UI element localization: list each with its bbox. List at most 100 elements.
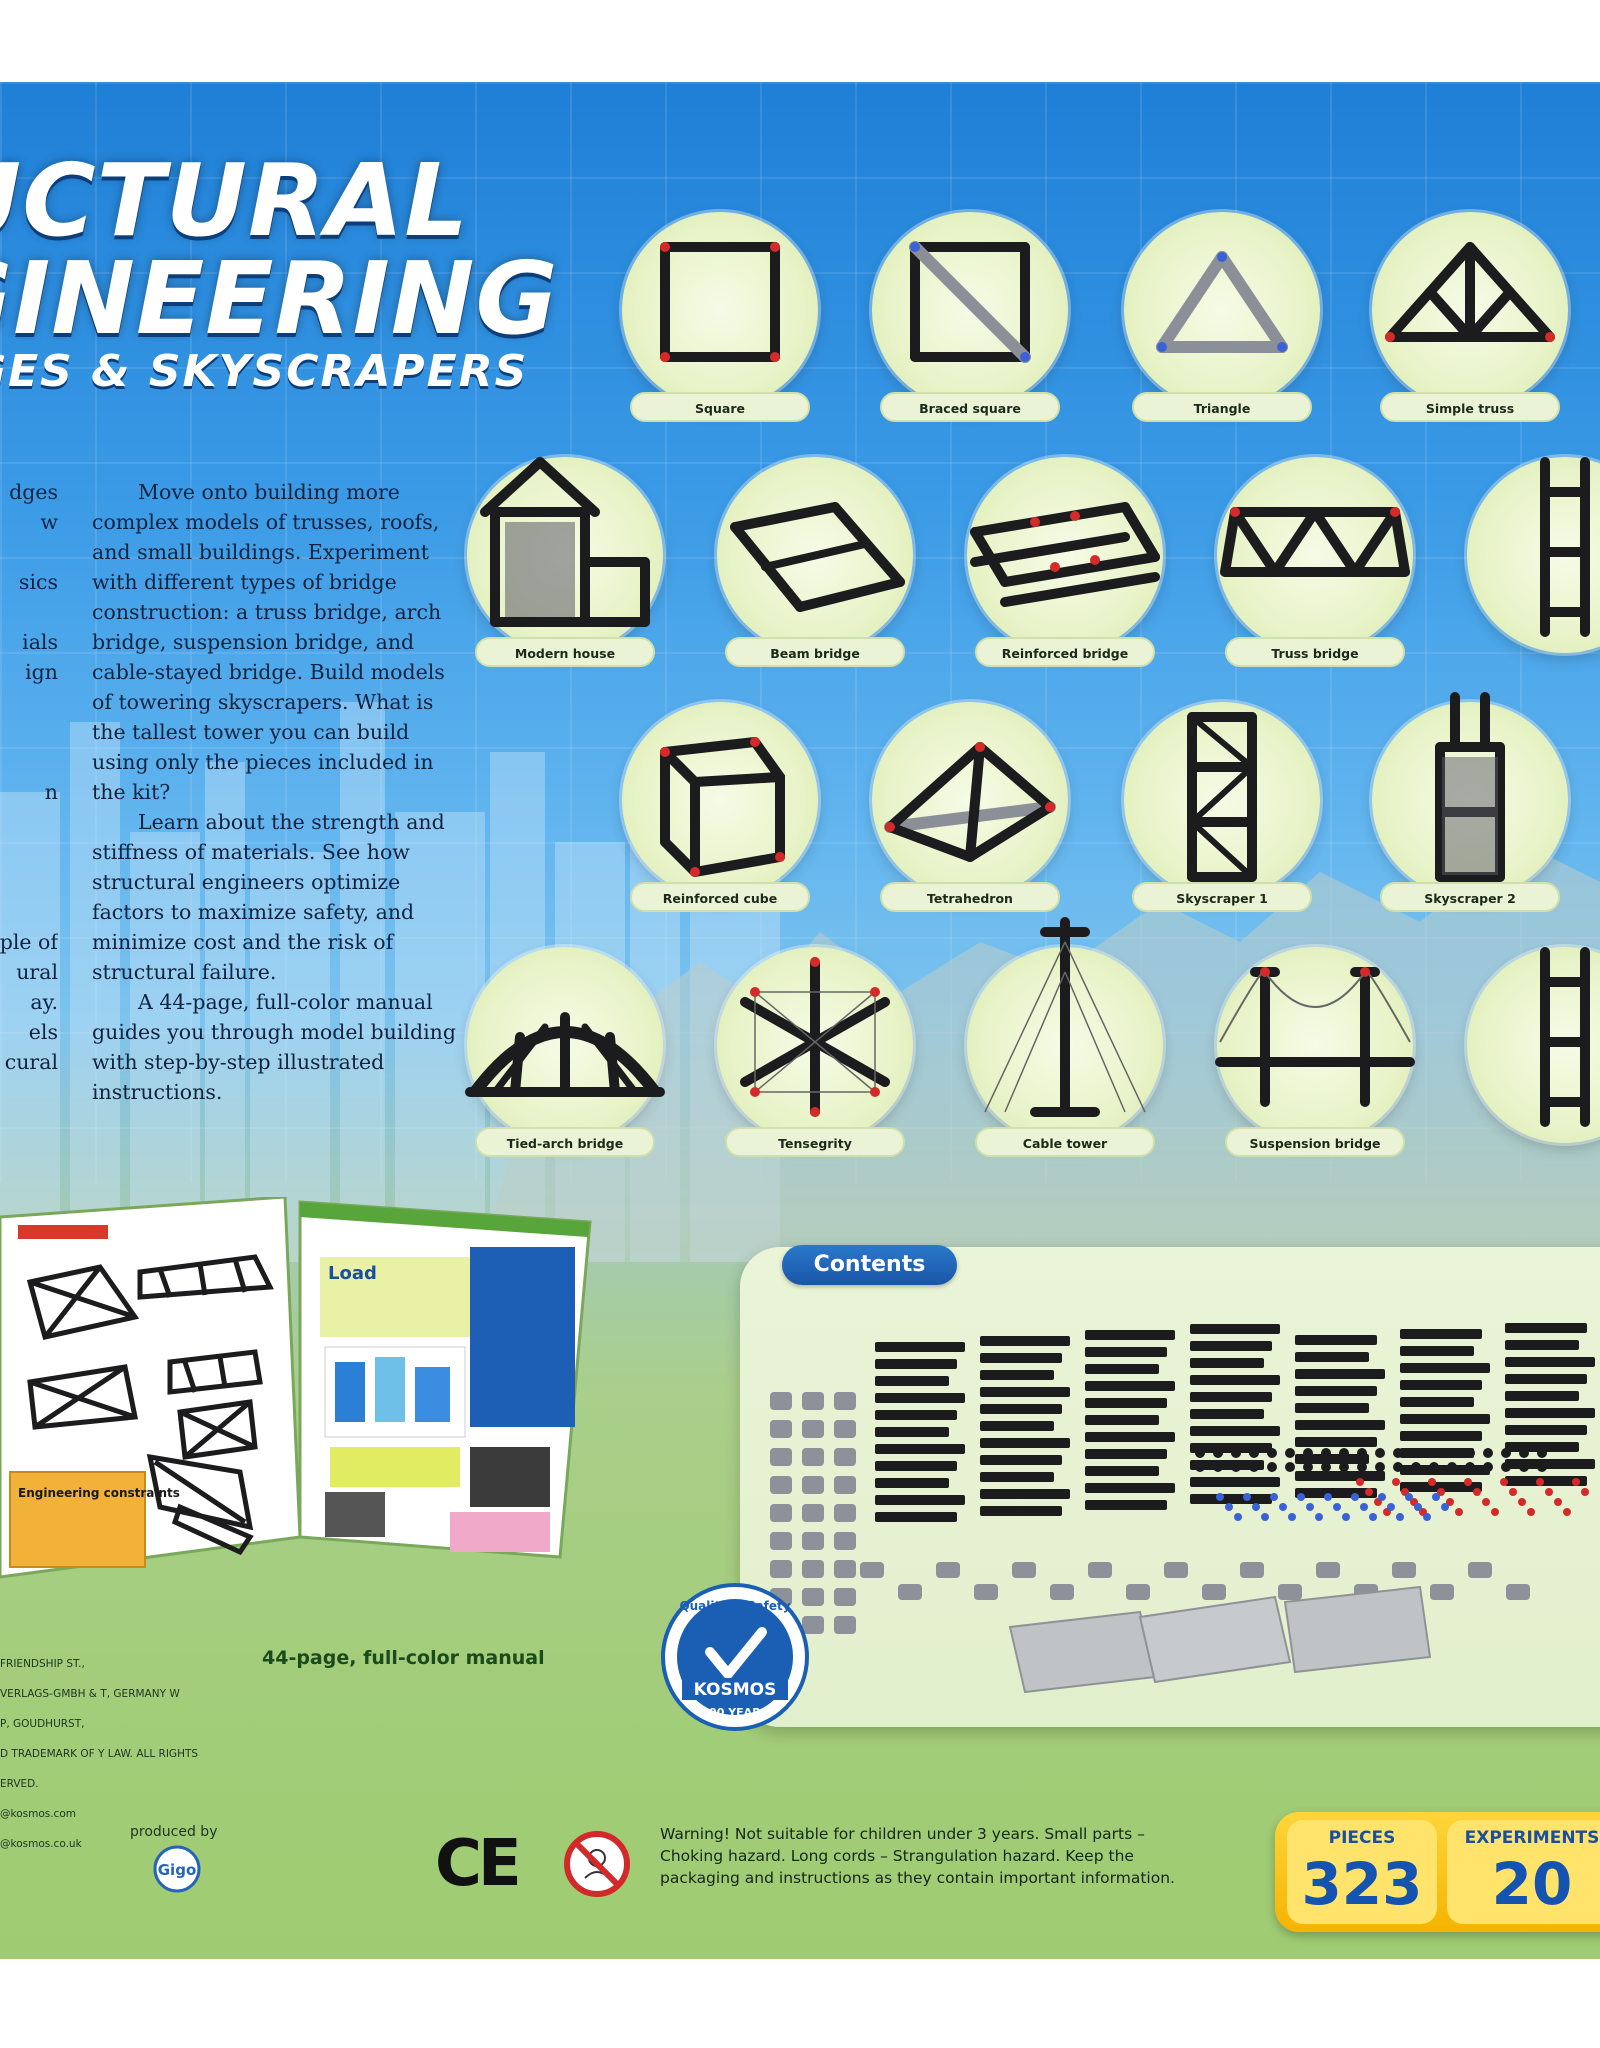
model-label: Tensegrity (725, 1127, 905, 1157)
left-fragment-line (0, 807, 58, 837)
imprint-line: D TRADEMARK OF Y LAW. ALL RIGHTS (0, 1748, 199, 1760)
gigo-logo-icon: Gigo (153, 1845, 201, 1893)
model-card: Reinforced cube (620, 702, 820, 932)
model-illustration (1215, 967, 1415, 1107)
left-fragment-line (0, 687, 58, 717)
model-label: Truss bridge (1225, 637, 1405, 667)
model-label: Modern house (475, 637, 655, 667)
model-illustration (970, 502, 1160, 607)
description-paragraph-2: Learn about the strength and stiffness o… (92, 810, 445, 984)
model-card: Cable tower (965, 917, 1165, 1177)
model-label: Skyscraper 1 (1132, 882, 1312, 912)
safety-warning: Warning! Not suitable for children under… (660, 1825, 1175, 1887)
model-card: Truss bridge (1215, 457, 1415, 687)
left-fragment-line: els (28, 1020, 58, 1044)
model-label: Beam bridge (725, 637, 905, 667)
model-label: Cable tower (975, 1127, 1155, 1157)
model-label: Tetrahedron (880, 882, 1060, 912)
title-line-1: UCTURAL (0, 142, 470, 259)
model-card (1465, 947, 1600, 1177)
model-label: Tied-arch bridge (475, 1127, 655, 1157)
model-illustration (740, 957, 890, 1117)
ce-mark-icon: CE (435, 1827, 522, 1901)
kosmos-quality-seal: Quality & Safety KOSMOS 100 YEARS (661, 1583, 809, 1731)
model-label: Square (630, 392, 810, 422)
model-card: Skyscraper 1 (1122, 702, 1322, 932)
left-fragment-line (0, 747, 58, 777)
model-card: Square (620, 212, 820, 442)
left-fragment-line (0, 897, 58, 927)
model-illustration (1540, 457, 1590, 637)
model-illustration (1385, 242, 1555, 342)
product-box-back: UCTURAL GINEERING GES & SKYSCRAPERS dges… (0, 82, 1600, 1959)
model-illustration (1435, 692, 1505, 882)
model-card: Beam bridge (715, 457, 915, 687)
manual-page-heading: Load (328, 1263, 377, 1284)
imprint-line: @kosmos.com (0, 1808, 76, 1820)
title-line-2: GINEERING (0, 240, 559, 357)
model-card: Suspension bridge (1215, 947, 1415, 1177)
model-card: Triangle (1122, 212, 1322, 442)
model-label: Reinforced cube (630, 882, 810, 912)
model-illustration (884, 742, 1056, 862)
model-label: Triangle (1132, 392, 1312, 422)
model-label: Reinforced bridge (975, 637, 1155, 667)
left-fragment-line (0, 597, 58, 627)
model-label: Simple truss (1380, 392, 1560, 422)
model-illustration (660, 737, 785, 877)
model-illustration (465, 1012, 665, 1097)
left-fragment-line: n (44, 780, 58, 804)
stat-pieces-value: 323 (1301, 1850, 1423, 1918)
model-card: Modern house (465, 457, 665, 687)
model-card: Tetrahedron (870, 702, 1070, 932)
model-illustration (730, 502, 905, 612)
publisher-imprint: FRIENDSHIP ST.,VERLAGS-GMBH & T, GERMANY… (0, 1657, 199, 1867)
model-illustration (909, 241, 1031, 363)
model-label: Braced square (880, 392, 1060, 422)
subtitle: GES & SKYSCRAPERS (0, 346, 529, 397)
stat-pieces-label: PIECES (1328, 1828, 1396, 1848)
left-fragment-line: sics (18, 570, 58, 594)
model-circle (1217, 457, 1413, 653)
model-illustration (1220, 507, 1410, 577)
model-card: Skyscraper 2 (1370, 692, 1570, 932)
manual-caption: 44-page, full-color manual (262, 1647, 545, 1669)
description-paragraph-3: A 44-page, full-color manual guides you … (92, 990, 456, 1104)
stat-experiments-label: EXPERIMENTS (1464, 1828, 1600, 1848)
model-card: Braced square (870, 212, 1070, 442)
left-fragment-line: ials (22, 630, 58, 654)
left-fragment-line: ign (25, 660, 58, 684)
manual-illustration: Engineering constraints Load (0, 1197, 592, 1579)
model-circle (1124, 212, 1320, 408)
imprint-line: @kosmos.co.uk (0, 1838, 82, 1850)
age-warning-icon (564, 1831, 630, 1897)
left-fragment-line: ay. (30, 990, 58, 1014)
seal-brand: KOSMOS (694, 1680, 777, 1700)
left-fragment-line (0, 867, 58, 897)
gigo-logo-text: Gigo (158, 1861, 197, 1879)
left-fragment-line (0, 837, 58, 867)
left-fragment-line (0, 717, 58, 747)
model-illustration (1540, 947, 1590, 1127)
description: Move onto building more complex models o… (92, 477, 462, 1107)
manual-section-heading: Engineering constraints (18, 1486, 180, 1500)
left-fragment-line: ural (16, 960, 58, 984)
model-card: Reinforced bridge (965, 457, 1165, 687)
model-illustration (1187, 712, 1257, 882)
model-label: Skyscraper 2 (1380, 882, 1560, 912)
model-illustration (480, 457, 650, 627)
left-fragment-line: ple of (0, 930, 58, 954)
model-illustration (1156, 251, 1288, 353)
model-circle (1217, 947, 1413, 1143)
description-paragraph-1: Move onto building more complex models o… (92, 480, 445, 804)
model-card: Tied-arch bridge (465, 947, 665, 1177)
left-fragment-line (0, 537, 58, 567)
left-fragment-line: w (40, 510, 58, 534)
left-fragment-line: cural (4, 1050, 58, 1074)
model-card: Simple truss (1370, 212, 1570, 442)
model-label: Suspension bridge (1225, 1127, 1405, 1157)
model-circle (1124, 702, 1320, 898)
produced-by-label: produced by (130, 1824, 218, 1840)
parts-layout (770, 1323, 1595, 1694)
